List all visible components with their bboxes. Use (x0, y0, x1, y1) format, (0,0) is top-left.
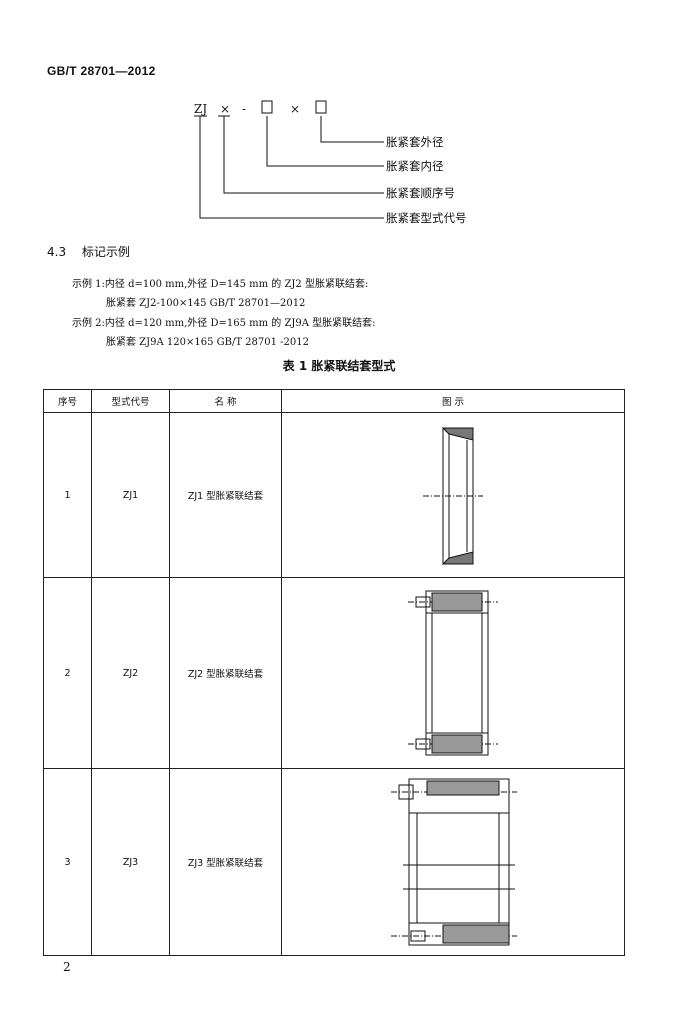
cell-name: ZJ3 型胀紧联结套 (169, 768, 282, 956)
label-inner-diameter: 胀紧套内径 (386, 159, 444, 173)
cell-no: 3 (43, 768, 92, 956)
cell-code: ZJ3 (91, 768, 170, 956)
zj2-section-drawing (408, 590, 498, 756)
cell-code: ZJ1 (91, 412, 170, 578)
label-outer-diameter: 胀紧套外径 (386, 135, 444, 149)
designation-times: × (290, 102, 300, 116)
cell-name: ZJ2 型胀紧联结套 (169, 577, 282, 769)
cell-no: 2 (43, 577, 92, 769)
example-1-line1: 示例 1:内径 d=100 mm,外径 D=145 mm 的 ZJ2 型胀紧联结… (72, 279, 369, 290)
cell-figure (281, 768, 625, 956)
header-name: 名 称 (169, 389, 282, 413)
designation-x: × (220, 102, 230, 116)
table-row: 3 ZJ3 ZJ3 型胀紧联结套 (43, 768, 625, 956)
cell-name: ZJ1 型胀紧联结套 (169, 412, 282, 578)
header-figure: 图 示 (281, 389, 625, 413)
zj3-section-drawing (391, 778, 517, 946)
label-type-code: 胀紧套型式代号 (386, 211, 467, 225)
cell-figure (281, 577, 625, 769)
table-header-row: 序号 型式代号 名 称 图 示 (43, 389, 625, 413)
page-number: 2 (63, 960, 71, 974)
zj1-section-drawing (423, 427, 483, 565)
cell-figure (281, 412, 625, 578)
page-header-standard: GB/T 28701—2012 (47, 64, 156, 78)
label-sequence-number: 胀紧套顺序号 (386, 186, 455, 200)
section-title: 标记示例 (81, 245, 130, 259)
table-row: 1 ZJ1 ZJ1 型胀紧联结套 (43, 412, 625, 578)
header-code: 型式代号 (91, 389, 170, 413)
table-caption: 表 1 胀紧联结套型式 (282, 359, 396, 373)
cell-no: 1 (43, 412, 92, 578)
example-2-line2: 胀紧套 ZJ9A 120×165 GB/T 28701 -2012 (106, 337, 310, 348)
types-table: 序号 型式代号 名 称 图 示 1 ZJ1 ZJ1 型胀紧联结套 (43, 389, 625, 956)
designation-prefix: ZJ (194, 102, 207, 116)
designation-dash: - (242, 102, 246, 116)
placeholder-box-inner (261, 100, 273, 114)
designation-diagram: ZJ × - × 胀紧套外径 胀紧套内径 胀紧套顺序号 胀紧套型式代号 (194, 100, 467, 225)
section-number: 4.3 (47, 245, 67, 259)
table-row: 2 ZJ2 ZJ2 型胀紧联结套 (43, 577, 625, 769)
placeholder-box-outer (315, 100, 327, 114)
section-heading: 4.3 标记示例 (47, 243, 130, 260)
header-no: 序号 (43, 389, 92, 413)
example-1-line2: 胀紧套 ZJ2-100×145 GB/T 28701—2012 (106, 298, 306, 309)
example-2-line1: 示例 2:内径 d=120 mm,外径 D=165 mm 的 ZJ9A 型胀紧联… (72, 318, 376, 329)
cell-code: ZJ2 (91, 577, 170, 769)
